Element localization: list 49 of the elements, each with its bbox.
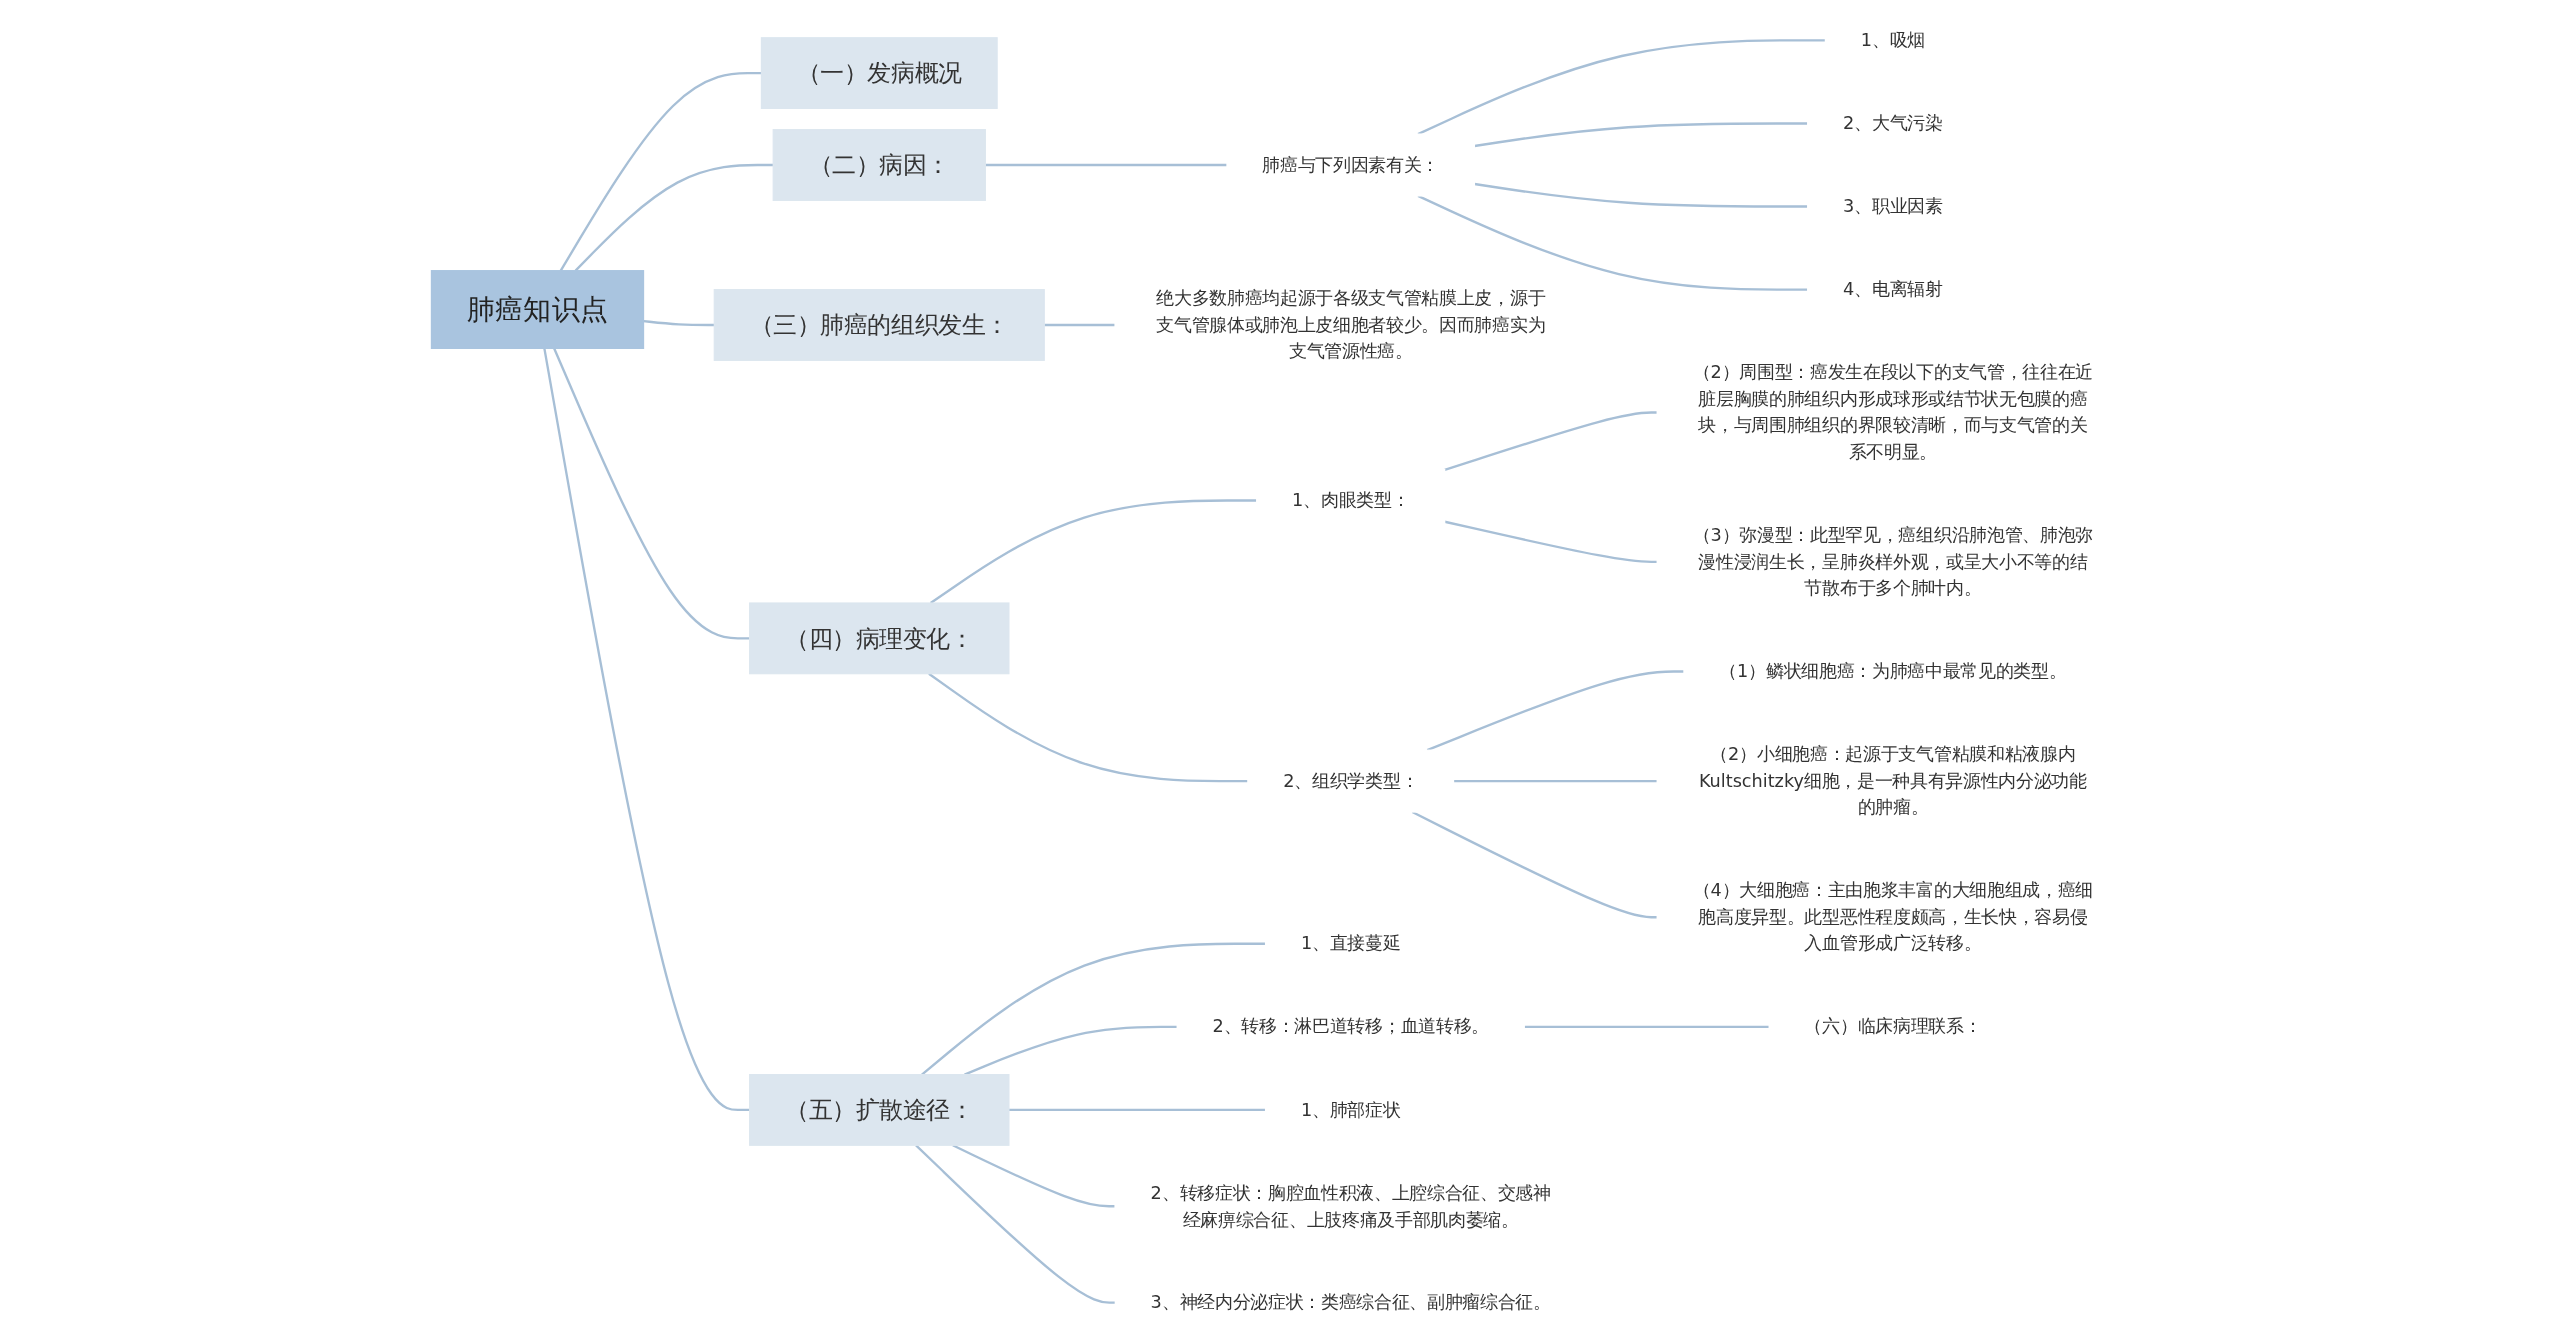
connector (1008, 1108, 1266, 1112)
connector (1524, 1025, 1770, 1028)
connector (1444, 520, 1658, 564)
connector (1453, 779, 1658, 783)
connector (1411, 811, 1658, 919)
node-text: 1、直接蔓延 (1300, 932, 1401, 955)
node-text: 2、转移：淋巴道转移；血道转移。 (1212, 1015, 1489, 1038)
connector (1474, 122, 1808, 148)
connector (928, 672, 1248, 783)
connector (921, 942, 1266, 1076)
node-text: （六）临床病理联系： (1804, 1015, 1982, 1038)
connector (952, 1144, 1115, 1208)
node-box: （五）扩散途径： (749, 1074, 1010, 1146)
node-box: （三）肺癌的组织发生： (713, 289, 1045, 361)
node-box: （四）病理变化： (749, 602, 1010, 675)
node-text: （2）周围型：癌发生在段以下的支气管，往往在近脏层胸膜的肺组织内形成球形或结节状无包膜的癌块，与周围肺组织的界限较清晰，而与支气管的关系不明显。 (1692, 361, 2093, 463)
connector (985, 163, 1227, 167)
connector (553, 347, 750, 640)
node-text: 2、大气污染 (1843, 112, 1943, 134)
node-box: 肺癌知识点 (430, 270, 645, 349)
node-text: 2、组织学类型： (1283, 770, 1419, 792)
node-text: 3、职业因素 (1843, 195, 1943, 217)
connector (1474, 182, 1808, 208)
node-text: 1、吸烟 (1860, 29, 1926, 51)
connector (964, 1025, 1178, 1076)
connector (915, 1144, 1116, 1304)
node-text: （1）鳞状细胞癌：为肺癌中最常见的类型。 (1719, 660, 2067, 682)
node-text: 3、神经内分泌症状：类癌综合征、副肿瘤综合征。 (1150, 1291, 1551, 1313)
connector (574, 163, 774, 272)
connector (930, 499, 1257, 604)
node-text: 1、肺部症状 (1300, 1099, 1401, 1121)
node-text: （4）大细胞癌：主由胞浆丰富的大细胞组成，癌细胞高度异型。此型恶性程度颇高，生长快，容易侵入血管形成广泛转移。 (1692, 879, 2093, 955)
connector (1417, 39, 1826, 136)
node-text: 绝大多数肺癌均起源于各级支气管粘膜上皮，源于支气管腺体或肺泡上皮细胞者较少。因而肺癌实为支气管源性癌。 (1156, 287, 1546, 362)
node-text: 肺癌与下列因素有关： (1262, 154, 1440, 176)
connector (1044, 323, 1115, 327)
node-box: （一）发病概况 (760, 37, 998, 110)
connector (1426, 670, 1684, 752)
node-text: 4、电离辐射 (1843, 278, 1943, 300)
node-text: （3）弥漫型：此型罕见，癌组织沿肺泡管、肺泡弥漫性浸润生长，呈肺炎样外观，或呈大小不等的结节散布于多个肺叶内。 (1692, 524, 2093, 599)
node-text: 1、肉眼类型： (1292, 489, 1410, 511)
connector (1444, 411, 1658, 472)
node-text: 2、转移症状：胸腔血性积液、上腔综合征、交感神经麻痹综合征、上肢疼痛及手部肌肉萎缩。 (1150, 1182, 1551, 1230)
connector (1417, 194, 1808, 291)
connector (643, 319, 715, 327)
connector (559, 71, 762, 272)
node-box: （二）病因： (772, 129, 986, 201)
node-text: （2）小细胞癌：起源于支气管粘膜和粘液腺内Kultschitzky细胞，是一种具有异源性内分泌功能的肿瘤。 (1698, 743, 2087, 818)
connector (543, 348, 750, 1112)
